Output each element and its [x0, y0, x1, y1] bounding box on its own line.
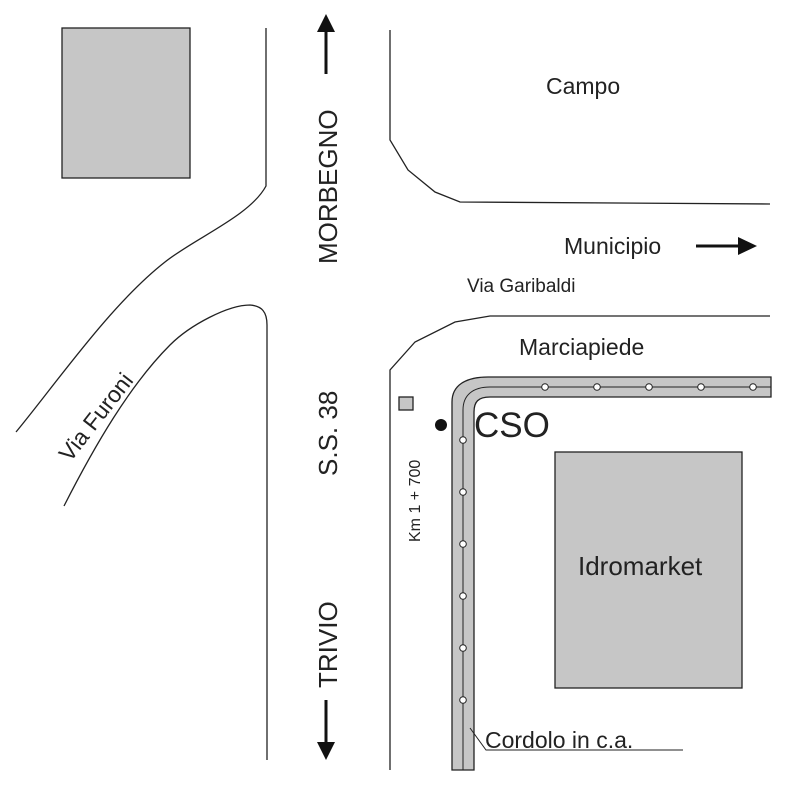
arrow-up-icon — [317, 14, 335, 74]
cordolo-point — [459, 436, 467, 444]
building-top-left — [61, 27, 191, 179]
arrow-down-icon — [317, 700, 335, 760]
label-cso: CSO — [474, 406, 550, 445]
cordolo-point — [749, 383, 757, 391]
arrow-right-icon — [696, 237, 757, 255]
cordolo-shape — [451, 376, 772, 771]
road-edge-south-east — [389, 315, 770, 770]
label-via-garibaldi: Via Garibaldi — [467, 276, 575, 297]
cordolo-point — [459, 592, 467, 600]
label-marciapiede: Marciapiede — [519, 334, 644, 360]
cordolo-centerline — [462, 386, 771, 770]
cordolo-point — [697, 383, 705, 391]
cordolo-curb — [451, 376, 772, 771]
label-km: Km 1 + 700 — [407, 460, 424, 542]
label-municipio: Municipio — [564, 233, 661, 259]
km-marker-square — [398, 396, 414, 411]
cordolo-leader-line — [469, 727, 683, 751]
cordolo-point — [459, 644, 467, 652]
road-edge-west-upper — [15, 28, 267, 433]
cordolo-point — [541, 383, 549, 391]
cordolo-point — [459, 488, 467, 496]
cordolo-point — [459, 540, 467, 548]
road-edges — [15, 28, 771, 770]
label-idromarket: Idromarket — [578, 551, 703, 581]
label-ss38: S.S. 38 — [313, 391, 343, 476]
label-campo: Campo — [546, 73, 620, 99]
cordolo-point — [459, 696, 467, 704]
building-idromarket — [554, 451, 743, 689]
road-edge-west-lower — [63, 304, 268, 760]
label-cordolo: Cordolo in c.a. — [485, 727, 633, 753]
road-edge-north-east — [389, 30, 771, 205]
station-point-icon — [435, 419, 447, 431]
cordolo-point — [593, 383, 601, 391]
label-trivio: TRIVIO — [313, 601, 343, 688]
label-via-furoni: Via Furoni — [53, 368, 138, 466]
label-morbegno: MORBEGNO — [313, 109, 343, 264]
cordolo-point — [645, 383, 653, 391]
